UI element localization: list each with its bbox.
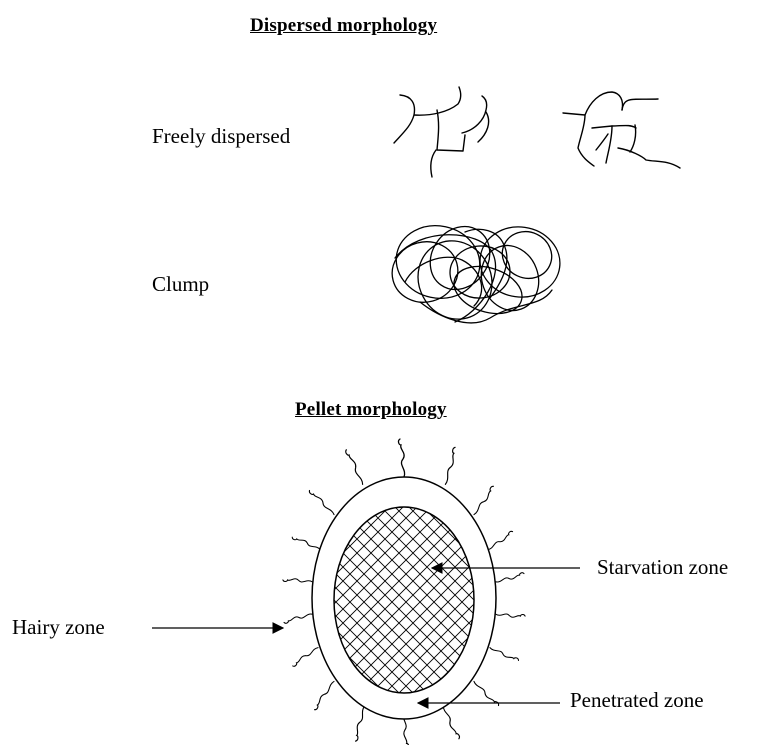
- freely-dispersed-hyphae-1: [394, 87, 489, 177]
- freely-dispersed-hyphae-2: [563, 92, 680, 168]
- clump-tangle: [385, 215, 564, 332]
- pellet-inner-core: [334, 507, 474, 693]
